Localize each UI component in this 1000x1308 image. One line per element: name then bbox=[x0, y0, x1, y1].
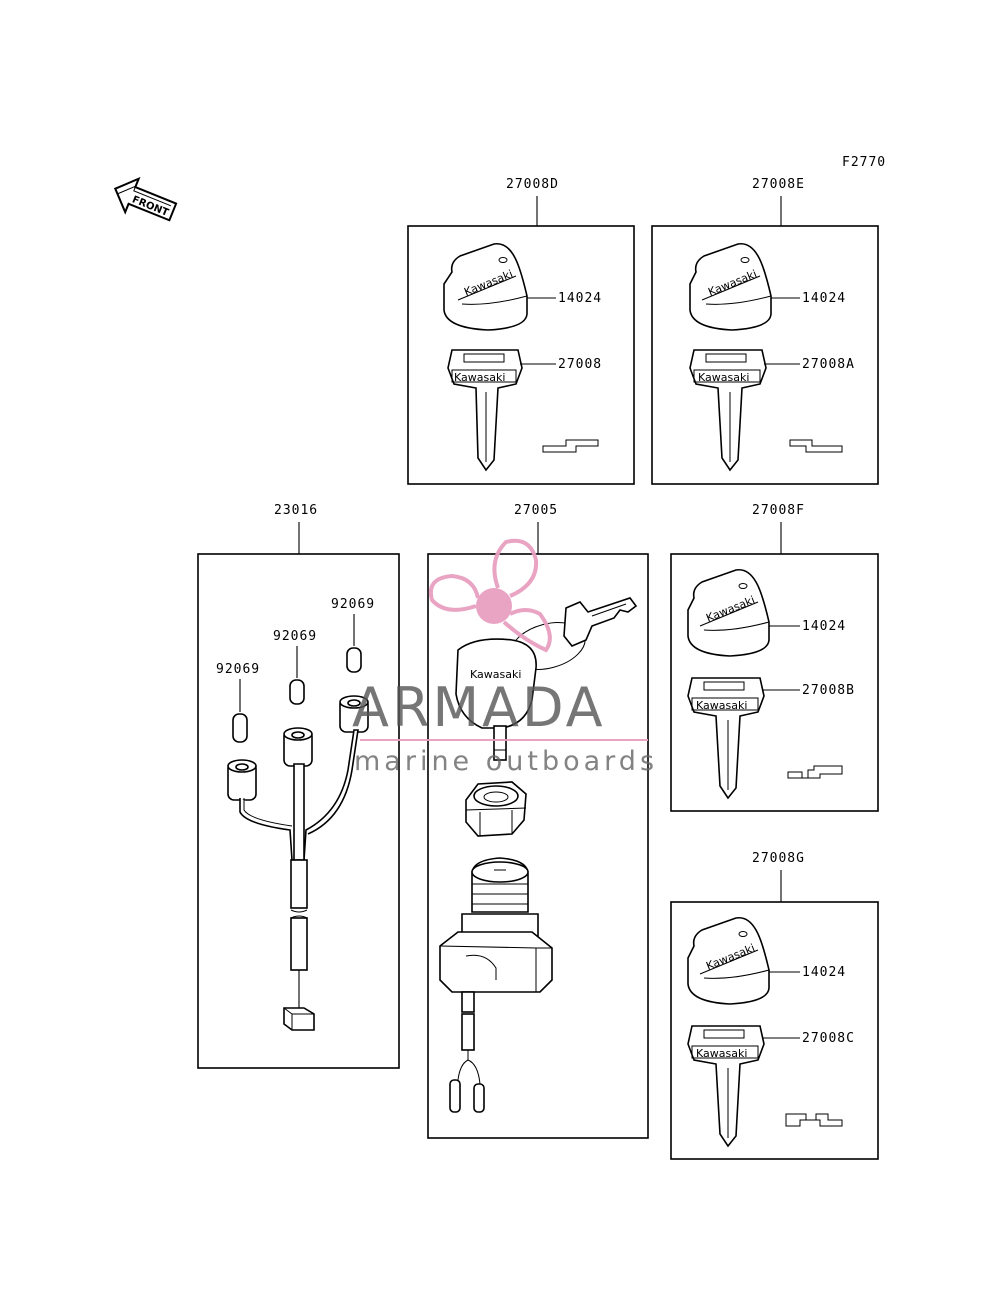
key-profile bbox=[785, 1113, 843, 1127]
key-blade: Kawasaki bbox=[447, 349, 523, 472]
group-code: 23016 bbox=[274, 503, 318, 518]
key-cap: Kawasaki bbox=[687, 916, 770, 1005]
group-box bbox=[407, 225, 635, 485]
figure-code: F2770 bbox=[842, 155, 886, 170]
key-cap: Kawasaki bbox=[443, 242, 528, 331]
key-profile bbox=[789, 439, 843, 453]
group-code: 27008D bbox=[506, 177, 559, 192]
part-label: 92069 bbox=[273, 629, 317, 644]
group-27008d: 27008D Kawasaki 14024 Kawasaki 27008 bbox=[407, 177, 635, 485]
part-label: 92069 bbox=[331, 597, 375, 612]
nut bbox=[465, 781, 527, 837]
front-arrow-icon: FRONT bbox=[113, 176, 178, 222]
blade-brand: Kawasaki bbox=[696, 699, 747, 712]
part-label: 92069 bbox=[216, 662, 260, 677]
group-27008g: 27008G Kawasaki 14024 Kawasaki 27008C bbox=[670, 851, 879, 1160]
group-23016: 23016 92069 92069 92069 bbox=[197, 503, 400, 1069]
cap-brand: Kawasaki bbox=[470, 668, 521, 681]
part-label: 14024 bbox=[558, 291, 602, 306]
group-27005: 27005 Kawasaki bbox=[427, 503, 649, 1139]
socket bbox=[227, 759, 257, 801]
part-label: 14024 bbox=[802, 619, 846, 634]
group-box bbox=[197, 553, 400, 1069]
key-cap: Kawasaki bbox=[687, 568, 770, 657]
part-label: 27008A bbox=[802, 357, 855, 372]
bulb bbox=[232, 713, 248, 743]
group-code: 27008E bbox=[752, 177, 805, 192]
watermark-tagline: marine outboards bbox=[354, 746, 658, 777]
group-code: 27008F bbox=[752, 503, 805, 518]
connector bbox=[283, 1007, 315, 1031]
group-code: 27008G bbox=[752, 851, 805, 866]
group-box bbox=[670, 553, 879, 812]
socket bbox=[283, 727, 313, 767]
key-cap: Kawasaki bbox=[689, 242, 772, 331]
key-blade: Kawasaki bbox=[687, 1025, 765, 1148]
switch-body bbox=[439, 857, 553, 1113]
propeller-icon bbox=[429, 538, 552, 653]
socket bbox=[339, 695, 369, 733]
blade-brand: Kawasaki bbox=[696, 1047, 747, 1060]
part-label: 27008 bbox=[558, 357, 602, 372]
bulb bbox=[289, 679, 305, 705]
group-box bbox=[670, 901, 879, 1160]
watermark-brand: ARMADA bbox=[352, 676, 606, 739]
group-box bbox=[427, 553, 649, 1139]
part-label: 14024 bbox=[802, 965, 846, 980]
key-blade: Kawasaki bbox=[687, 677, 765, 800]
key-cap: Kawasaki bbox=[455, 638, 537, 761]
key-blade: Kawasaki bbox=[689, 349, 767, 472]
group-box bbox=[651, 225, 879, 485]
blade-brand: Kawasaki bbox=[698, 371, 749, 384]
key-profile bbox=[542, 439, 599, 453]
blade-brand: Kawasaki bbox=[454, 371, 505, 384]
part-label: 27008C bbox=[802, 1031, 855, 1046]
part-label: 27008B bbox=[802, 683, 855, 698]
bulb bbox=[346, 647, 362, 673]
key-profile bbox=[787, 765, 843, 779]
part-label: 14024 bbox=[802, 291, 846, 306]
watermark: ARMADA marine outboards bbox=[352, 538, 658, 777]
group-27008f: 27008F Kawasaki 14024 Kawasaki 27008B bbox=[670, 503, 879, 812]
group-27008e: 27008E Kawasaki 14024 Kawasaki 27008A bbox=[651, 177, 879, 485]
group-code: 27005 bbox=[514, 503, 558, 518]
